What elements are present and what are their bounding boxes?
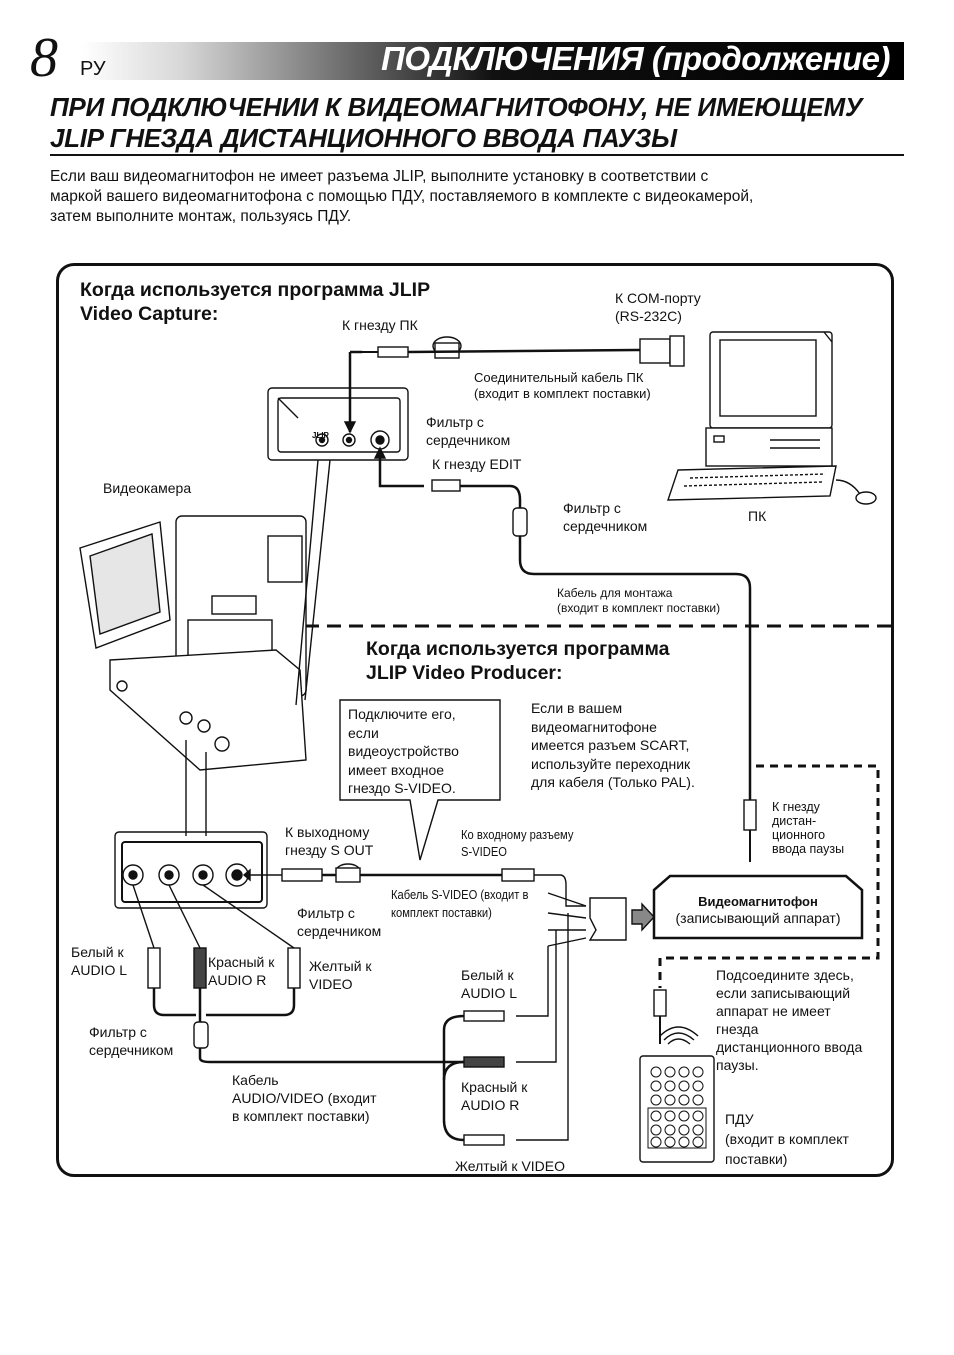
jack-panel-inset	[267, 387, 409, 461]
pc-case	[705, 427, 833, 467]
section-heading-line: ПРИ ПОДКЛЮЧЕНИИ К ВИДЕОМАГНИТОФОНУ, НЕ И…	[50, 92, 863, 122]
vcr-label: Видеомагнитофон (записывающий аппарат)	[675, 894, 841, 926]
section-heading: ПРИ ПОДКЛЮЧЕНИИ К ВИДЕОМАГНИТОФОНУ, НЕ И…	[50, 92, 910, 154]
intro-line: Если ваш видеомагнитофон не имеет разъем…	[50, 168, 709, 185]
scart-adapter	[588, 897, 627, 941]
av-cable-label: Кабель AUDIO/VIDEO (входит в комплект по…	[232, 1072, 377, 1124]
keyboard	[667, 465, 837, 501]
pc-jack-label: К гнезду ПК	[342, 317, 418, 333]
com-port-label: К COM-порту(RS-232C)	[615, 290, 701, 324]
vcr	[652, 874, 864, 940]
edit-jack-label: К гнезду EDIT	[432, 456, 522, 472]
scart-note: Если в вашем видеомагнитофоне имеется ра…	[531, 700, 695, 790]
av-jack-panel	[114, 831, 268, 909]
remote-label: ПДУ (входит в комплект поставки)	[725, 1111, 849, 1167]
heading-rule	[50, 154, 904, 156]
pc-cable-label: Соединительный кабель ПК(входит в компле…	[474, 370, 651, 401]
svideo-note: Подключите его, если видеоустройство име…	[348, 706, 459, 796]
camcorder-label: Видеокамера	[103, 480, 192, 496]
capture-heading: Когда используется программа JLIP Video …	[80, 278, 430, 326]
svideo-note-callout	[339, 699, 501, 861]
intro-line: маркой вашего видеомагнитофона с помощью…	[50, 188, 754, 205]
camcorder	[79, 515, 307, 771]
edit-cable-label: Кабель для монтажа(входит в комплект пос…	[557, 586, 721, 615]
section-heading-line: JLIP ГНЕЗДА ДИСТАНЦИОННОГО ВВОДА ПАУЗЫ	[50, 123, 677, 153]
page-title: ПОДКЛЮЧЕНИЯ (продолжение)	[381, 40, 890, 77]
intro-line: затем выполните монтаж, пользуясь ПДУ.	[50, 208, 352, 225]
yellow-v2-label: Желтый к VIDEO	[455, 1158, 566, 1174]
intro-paragraph: Если ваш видеомагнитофон не имеет разъем…	[50, 167, 910, 227]
diagram-frame	[56, 263, 894, 1177]
connect-here-note: Подсоедините здесь, если записывающий ап…	[716, 967, 863, 1073]
page-number: 8	[30, 27, 58, 89]
jlip-mark: JLIP	[312, 431, 329, 440]
producer-heading-line: Когда используется программа	[366, 638, 670, 660]
language-label: РУ	[80, 58, 106, 80]
remote-control	[639, 1055, 715, 1163]
pause-jack-label: К гнезду дистан- ционного ввода паузы	[772, 800, 845, 856]
capture-heading-line: Когда используется программа JLIP	[80, 279, 431, 301]
producer-heading-line: JLIP Video Producer:	[366, 662, 563, 684]
pc-label: ПК	[748, 508, 767, 524]
header-bar	[82, 42, 904, 80]
capture-heading-line: Video Capture:	[80, 303, 219, 325]
producer-heading: Когда используется программа JLIP Video …	[366, 637, 669, 685]
